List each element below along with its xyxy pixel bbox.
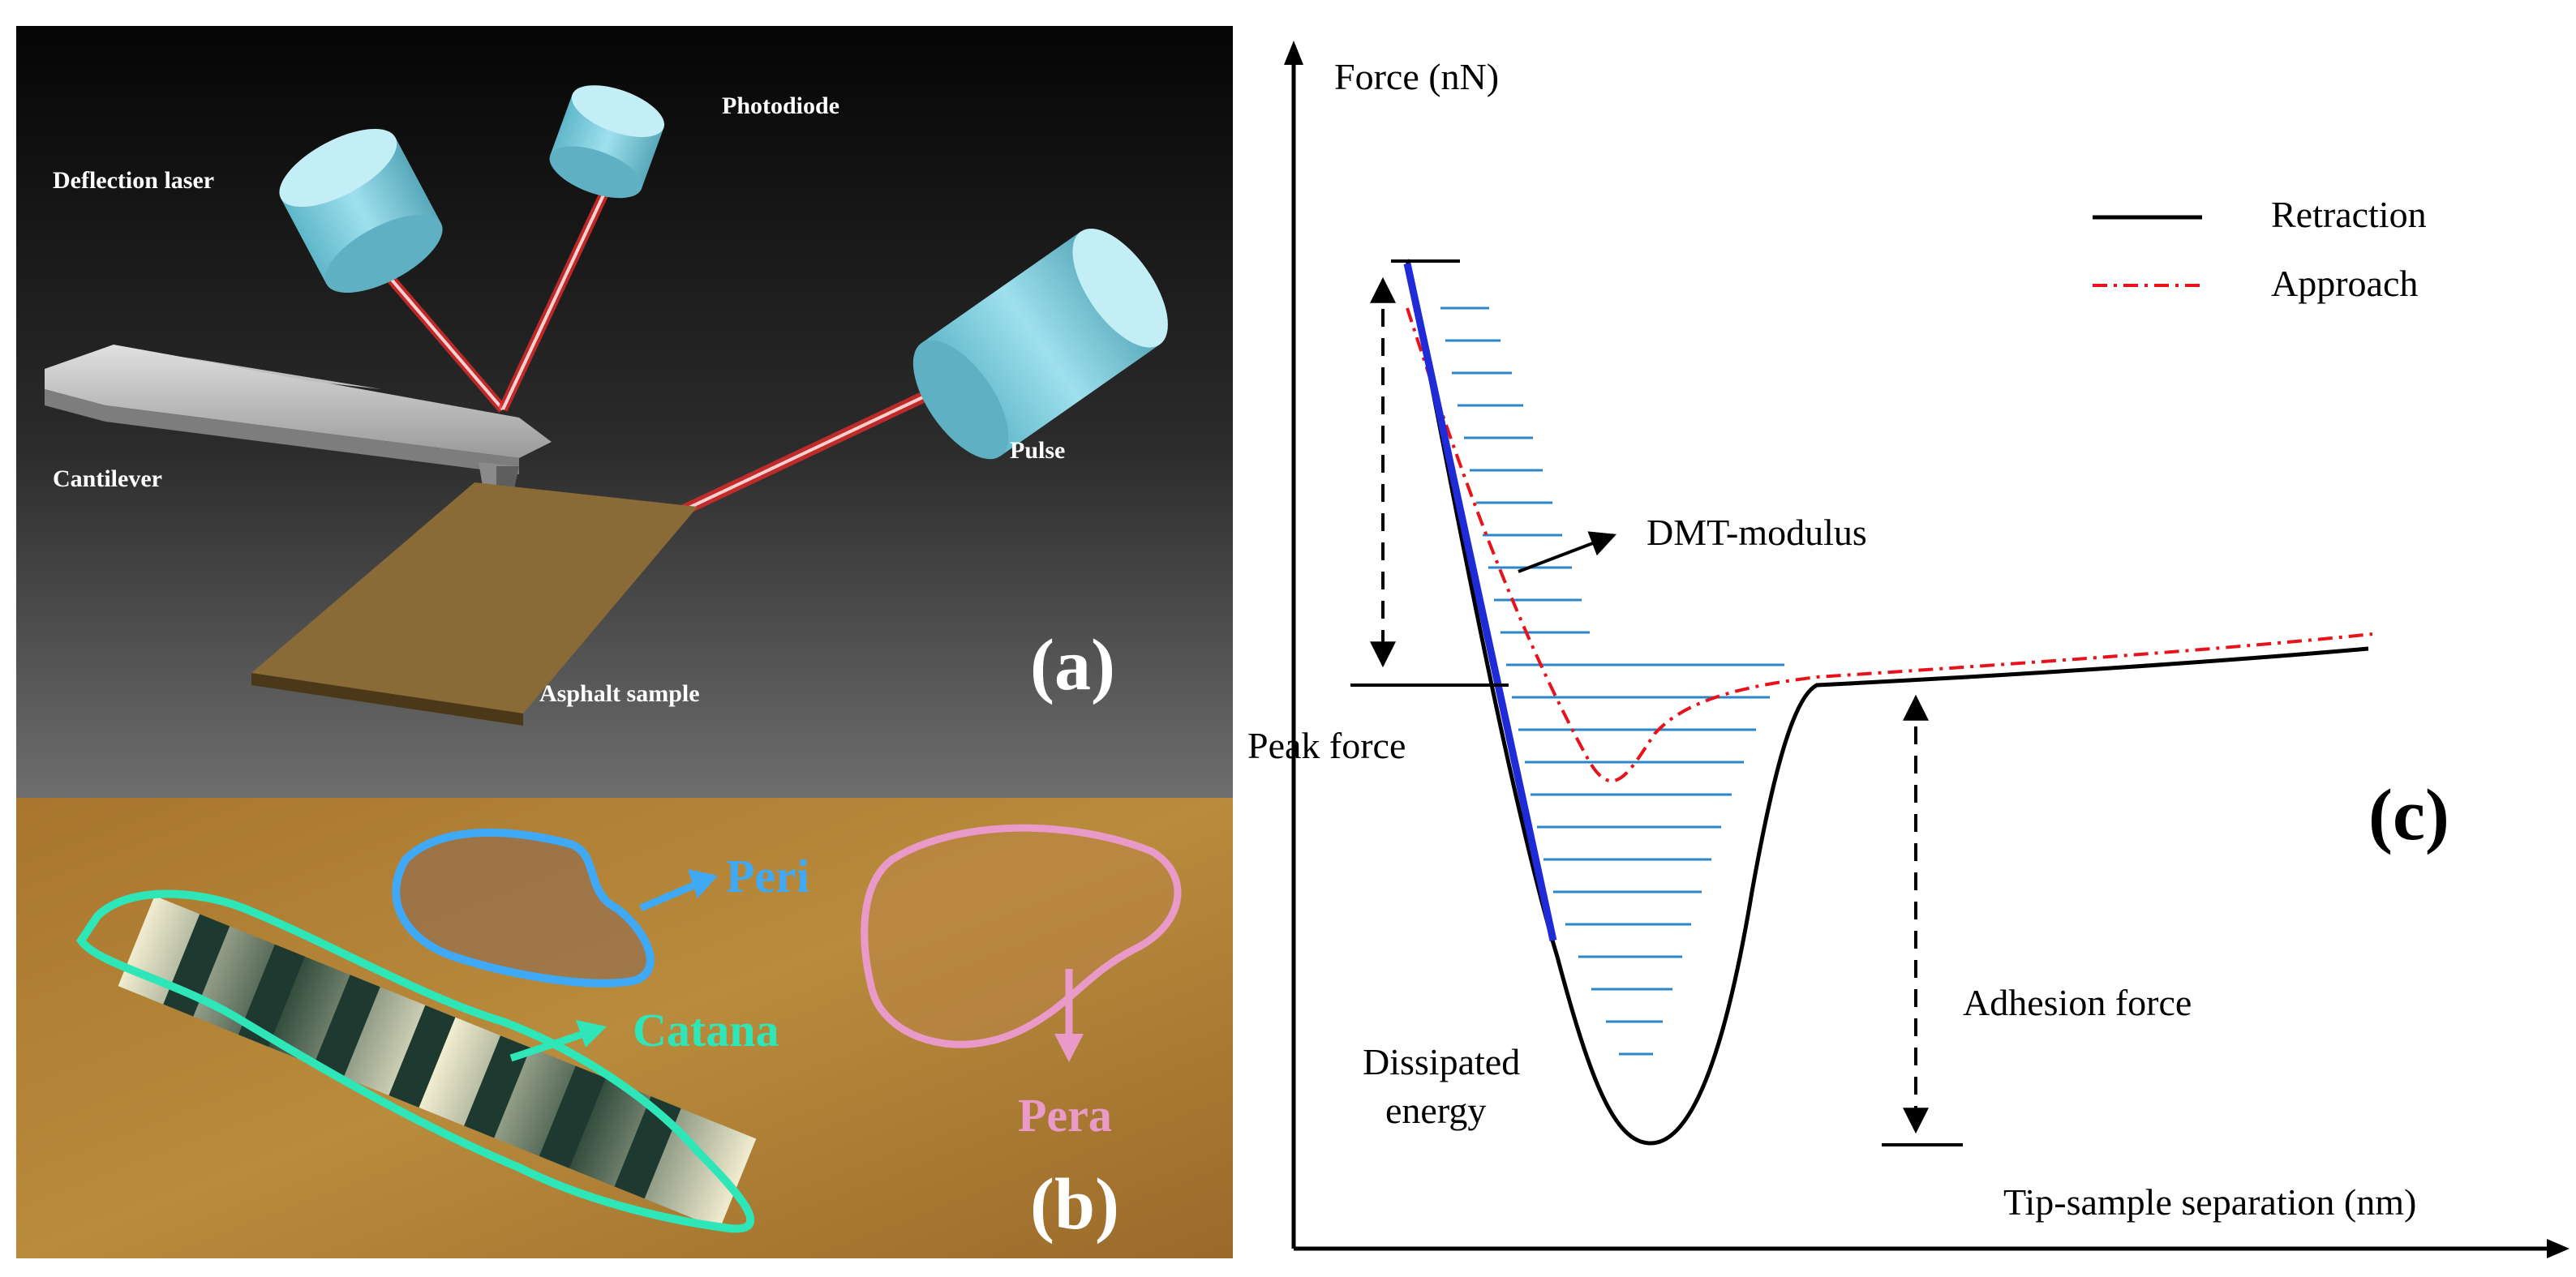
pulse-label: Pulse <box>1010 437 1065 464</box>
deflection-laser-label: Deflection laser <box>53 167 214 194</box>
adhesion-force-label: Adhesion force <box>1963 982 2192 1023</box>
deflection-laser-device <box>279 128 443 294</box>
legend-retraction-label: Retraction <box>2271 194 2427 235</box>
asphalt-sample-label: Asphalt sample <box>539 680 700 707</box>
y-axis-label: Force (nN) <box>1334 56 1499 97</box>
dmt-modulus-arrow <box>1518 531 1616 573</box>
dissipated-energy-label-line2: energy <box>1385 1090 1486 1131</box>
peri-label: Peri <box>726 850 809 902</box>
retraction-curve <box>1405 259 2369 1146</box>
pera-outline <box>861 824 1182 1048</box>
dmt-modulus-label: DMT-modulus <box>1646 512 1867 553</box>
dmt-modulus-fit-line <box>1403 263 1557 941</box>
panel-c: Force (nN) Tip-sample separation (nm) <box>1247 41 2570 1258</box>
pera-label: Pera <box>1018 1089 1112 1142</box>
peri-outline <box>392 828 655 988</box>
legend: Retraction Approach <box>2093 194 2427 304</box>
photodiode-label: Photodiode <box>722 92 839 119</box>
panel-b-label: (b) <box>1030 1164 1119 1245</box>
catana-label: Catana <box>633 1004 779 1056</box>
approach-curve <box>1406 307 2373 783</box>
asphalt-sample-slab <box>251 482 698 713</box>
catana-arrow <box>509 1030 586 1062</box>
legend-approach-label: Approach <box>2271 263 2418 304</box>
peak-force-label: Peak force <box>1247 725 1406 766</box>
x-axis-arrowhead <box>2547 1239 2570 1258</box>
panel-b: Peri Catana Pera (b) <box>16 798 1233 1258</box>
pulse-device <box>912 228 1168 460</box>
catana-outline <box>75 889 755 1233</box>
dissipated-energy-label-line1: Dissipated <box>1363 1041 1520 1082</box>
x-axis-label: Tip-sample separation (nm) <box>2003 1181 2416 1223</box>
dissipated-energy-hatching <box>1440 306 1784 1056</box>
panel-a-label: (a) <box>1030 625 1115 705</box>
panel-c-label: (c) <box>2368 775 2449 855</box>
cantilever-label: Cantilever <box>53 465 162 492</box>
photodiode-device <box>549 85 665 199</box>
peri-arrow <box>639 880 699 912</box>
panel-a: Deflection laser Photodiode Cantilever P… <box>16 26 1233 798</box>
y-axis-arrowhead <box>1284 41 1303 65</box>
